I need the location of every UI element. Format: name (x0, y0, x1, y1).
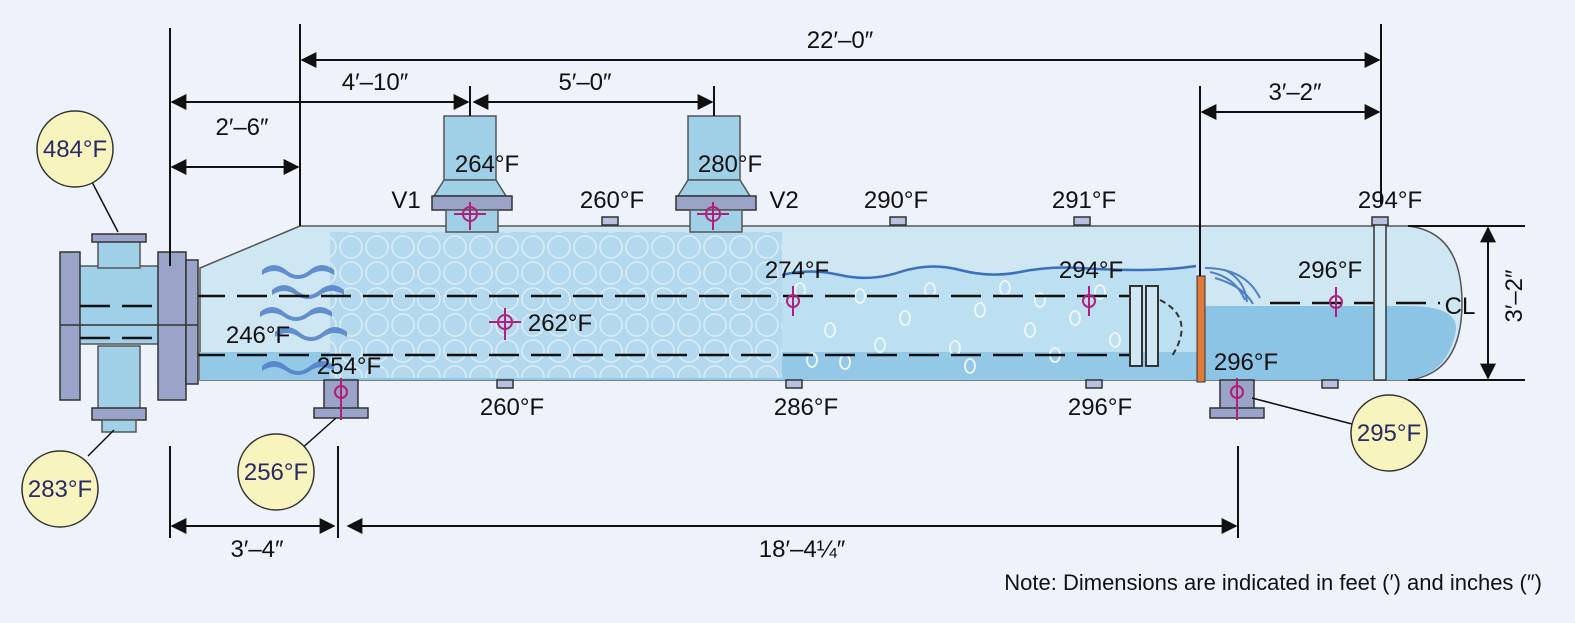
tube-bundle (330, 232, 782, 378)
probe-mid-2 (1082, 286, 1096, 316)
probe-pool (1329, 287, 1343, 317)
temp-mid-2: 294°F (1059, 257, 1123, 284)
probe-v2 (697, 202, 729, 230)
temp-channel-bottom: 283°F (28, 476, 92, 503)
bundle-end-support (1129, 285, 1183, 367)
label-v1: V1 (391, 187, 420, 214)
temp-v2-inside: 280°F (698, 151, 762, 178)
temp-mid-1: 274°F (765, 257, 829, 284)
temp-support-left: 256°F (244, 459, 308, 486)
dim-shell-diameter: 3′–2″ (1501, 269, 1528, 323)
vapor-bubbles (794, 280, 1121, 374)
dimension-lines (169, 24, 1525, 538)
dimensions-note: Note: Dimensions are indicated in feet (… (1004, 570, 1542, 595)
label-centerline: CL (1445, 293, 1476, 320)
temperature-labels: 264°F 280°F 260°F 290°F 291°F 294°F 262°… (226, 151, 1422, 421)
temp-bottom-1: 260°F (480, 394, 544, 421)
temp-top-2: 290°F (864, 187, 928, 214)
temp-bottom-2: 286°F (774, 394, 838, 421)
temp-bundle-inlet: 246°F (226, 322, 290, 349)
nozzle-v2 (675, 115, 757, 233)
circled-tags (21, 110, 1428, 528)
dim-to-v1: 4′–10″ (342, 69, 409, 96)
label-v2: V2 (769, 187, 798, 214)
dim-overall: 22′–0″ (807, 27, 874, 54)
probe-mid-1 (786, 286, 800, 316)
temp-mid-right: 296°F (1298, 257, 1362, 284)
liquid-surface (781, 264, 1197, 280)
circled-temperature-labels: 484°F 283°F 256°F 295°F (28, 136, 1421, 503)
liquid-pool (1204, 306, 1457, 380)
temp-right-bottom: 296°F (1214, 349, 1278, 376)
overflow-weir (1196, 275, 1206, 383)
temp-v1-inside: 264°F (455, 151, 519, 178)
probe-markers (334, 202, 1343, 420)
dim-support-offset: 3′–4″ (230, 536, 284, 563)
dim-bundle-offset: 2′–6″ (215, 114, 269, 141)
temp-channel-top: 484°F (43, 136, 107, 163)
probe-bundle (489, 308, 521, 340)
shell (199, 225, 1463, 381)
temp-top-1: 260°F (580, 187, 644, 214)
temp-top-end: 294°F (1358, 187, 1422, 214)
tube-lines (195, 294, 1440, 357)
inlet-flow-waves (260, 265, 347, 375)
thermocouple-tabs (496, 216, 1389, 389)
overflow-splash (1204, 267, 1261, 305)
tag-leaders (87, 181, 1353, 457)
probe-v1 (454, 202, 486, 230)
nozzle-v1 (431, 115, 513, 233)
dim-support-spacing: 18′–4¼″ (759, 536, 846, 563)
nozzle-labels: V1 V2 CL (391, 187, 1475, 320)
temp-bottom-3: 296°F (1068, 394, 1132, 421)
temp-bundle-center: 262°F (528, 310, 592, 337)
channel-head (59, 233, 199, 433)
probe-support-left (334, 378, 348, 420)
temp-support-left-top: 254°F (317, 353, 381, 380)
probe-support-right (1230, 378, 1244, 420)
end-baffle (1373, 219, 1387, 381)
dim-weir-to-end: 3′–2″ (1268, 79, 1322, 106)
boiling-region (780, 266, 1196, 380)
temp-top-3: 291°F (1052, 187, 1116, 214)
dim-nozzle-spacing: 5′–0″ (558, 69, 612, 96)
dimension-labels: 22′–0″ 4′–10″ 5′–0″ 2′–6″ 3′–2″ 3′–2″ 3′… (215, 27, 1528, 563)
temp-support-right: 295°F (1357, 420, 1421, 447)
